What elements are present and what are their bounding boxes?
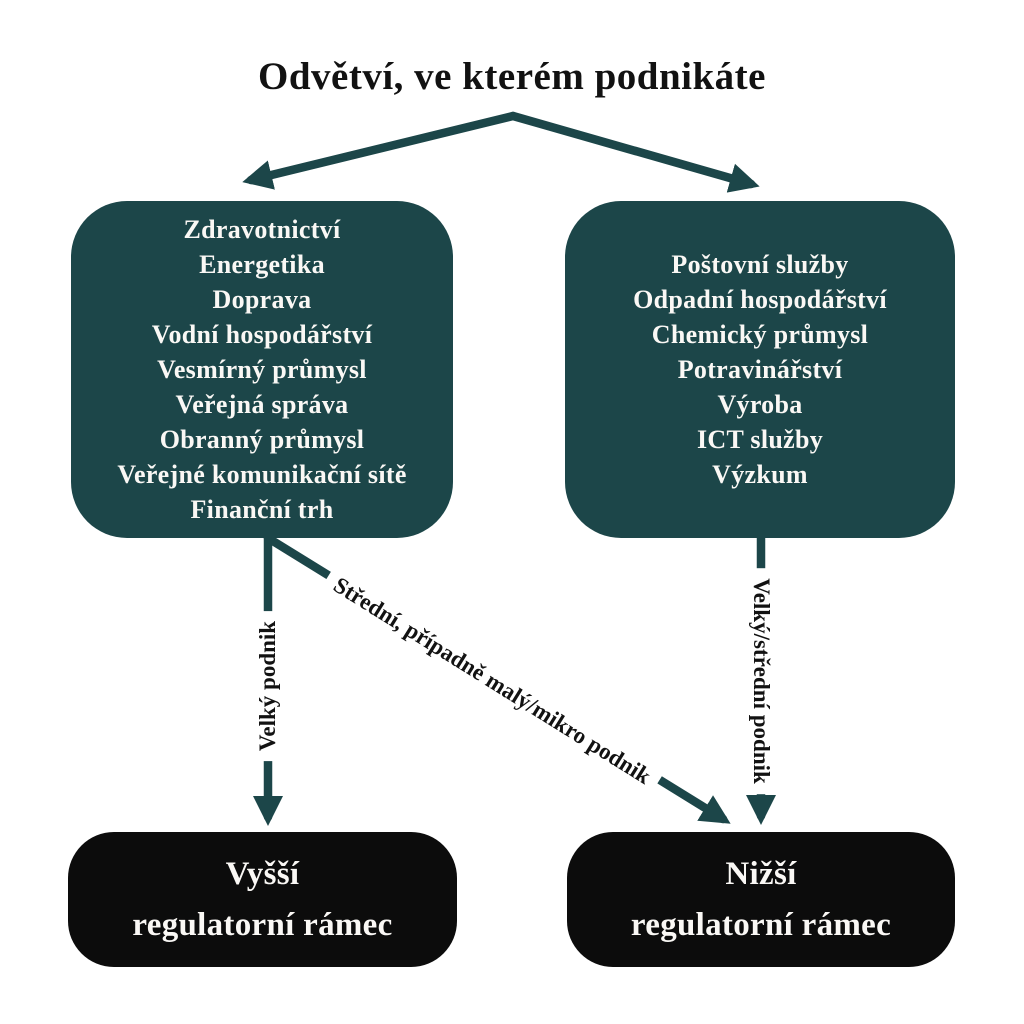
sector-item: Odpadní hospodářství	[633, 285, 887, 314]
arrow-label-large-medium-enterprise: Velký/střední podnik	[744, 568, 778, 794]
sector-item: Obranný průmysl	[159, 425, 365, 454]
branch-arrow-right-icon	[508, 111, 760, 193]
sector-item: Poštovní služby	[671, 250, 849, 279]
outcome-box-higher-framework: Vyšší regulatorní rámec	[68, 832, 457, 967]
sector-item: Veřejné komunikační sítě	[117, 460, 407, 489]
outcome-line: Nižší	[725, 855, 797, 892]
sector-item: ICT služby	[696, 425, 824, 454]
diagram-title: Odvětví, ve kterém podnikáte	[258, 55, 766, 98]
sector-group-higher-regulation: Zdravotnictví Energetika Doprava Vodní h…	[71, 201, 453, 538]
arrow-label-medium-small-micro-enterprise: Střední, případně malý/mikro podnik	[318, 563, 666, 799]
sector-item: Zdravotnictví	[183, 215, 341, 244]
sector-item: Energetika	[199, 250, 325, 279]
sector-item: Výroba	[717, 390, 803, 419]
sector-group-lower-regulation: Poštovní služby Odpadní hospodářství Che…	[565, 201, 955, 538]
branch-arrow-left-icon	[242, 111, 518, 190]
arrow-label-large-enterprise: Velký podnik	[251, 610, 285, 762]
sector-item: Finanční trh	[190, 495, 334, 524]
outcome-line: regulatorní rámec	[132, 906, 393, 943]
sector-item: Vesmírný průmysl	[157, 355, 367, 384]
sector-item: Potravinářství	[677, 355, 843, 384]
outcome-line: Vyšší	[225, 855, 300, 892]
outcome-line: regulatorní rámec	[630, 906, 892, 943]
sector-item: Veřejná správa	[175, 390, 349, 419]
outcome-box-lower-framework: Nižší regulatorní rámec	[567, 832, 955, 967]
sector-item: Doprava	[212, 285, 312, 314]
sector-item: Chemický průmysl	[651, 320, 869, 349]
sector-item: Vodní hospodářství	[151, 320, 373, 349]
sector-item: Výzkum	[712, 460, 808, 489]
